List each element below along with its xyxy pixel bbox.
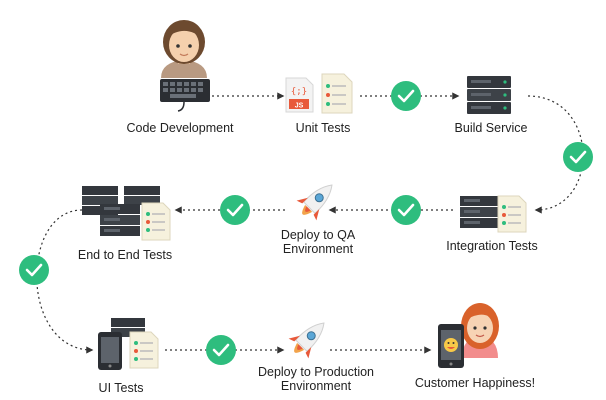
server-icon xyxy=(111,318,145,337)
server-icon xyxy=(82,186,160,236)
rocket-icon xyxy=(288,322,325,359)
server-icon xyxy=(467,76,511,114)
step-label-code-development: Code Development xyxy=(126,121,234,135)
check-circle-icon xyxy=(391,195,421,225)
keyboard-icon xyxy=(160,79,210,112)
code-file-icon: {;} JS xyxy=(285,77,314,113)
developer-avatar-icon xyxy=(161,20,207,78)
checklist-document-icon xyxy=(141,202,171,241)
step-label-integration-tests: Integration Tests xyxy=(446,239,538,253)
step-label-build-service: Build Service xyxy=(454,121,528,135)
step-label-customer-happiness: Customer Happiness! xyxy=(414,376,536,390)
connector-e2e-to-ui xyxy=(36,209,94,354)
check-circle-icon xyxy=(391,81,421,111)
customer-avatar-icon xyxy=(461,303,499,358)
check-circle-icon xyxy=(563,142,593,172)
checklist-document-icon xyxy=(129,331,159,369)
checklist-document-icon xyxy=(497,195,527,233)
svg-text:{;}: {;} xyxy=(291,87,307,97)
smartphone-icon xyxy=(438,324,464,368)
check-circle-icon xyxy=(206,335,236,365)
step-label-deploy-qa: Deploy to QA Environment xyxy=(280,228,356,256)
check-circle-icon xyxy=(220,195,250,225)
step-label-unit-tests: Unit Tests xyxy=(295,121,351,135)
smartphone-icon xyxy=(98,332,122,370)
step-label-end-to-end-tests: End to End Tests xyxy=(77,248,173,262)
checklist-document-icon xyxy=(321,73,353,114)
step-label-deploy-production: Deploy to Production Environment xyxy=(257,365,375,393)
check-circle-icon xyxy=(19,255,49,285)
server-icon xyxy=(460,196,498,228)
step-label-ui-tests: UI Tests xyxy=(98,381,144,395)
rocket-icon xyxy=(296,184,333,221)
svg-text:JS: JS xyxy=(295,103,304,110)
